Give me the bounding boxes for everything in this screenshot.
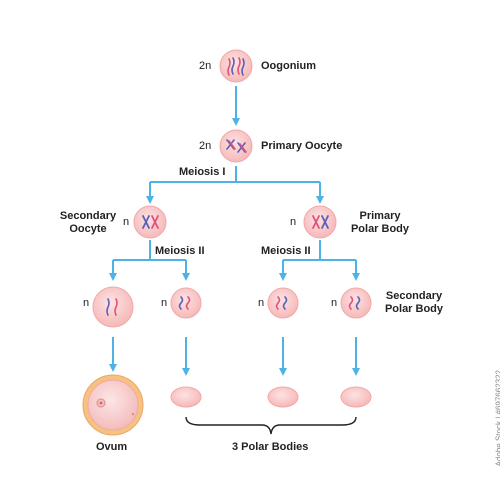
chromosome-icon	[142, 215, 159, 229]
ovum-cell	[82, 374, 144, 436]
ovum-label: Ovum	[96, 441, 128, 453]
secondary-oocyte-ploidy: n	[123, 216, 130, 228]
primary-oocyte-cell	[219, 129, 253, 163]
secondary-polar-body-label: Secondary Polar Body	[384, 290, 444, 315]
polar-body-3	[340, 386, 372, 408]
secondary-oocyte-label: Secondary Oocyte	[59, 210, 117, 235]
oogonium-label: Oogonium	[261, 60, 316, 72]
primary-polar-body-cell	[303, 205, 337, 239]
primary-polar-body-ploidy: n	[290, 216, 297, 228]
haploid-cell-3	[267, 287, 299, 319]
chromosome-icon	[226, 139, 247, 153]
meiosis-2-right-label: Meiosis II	[261, 245, 311, 257]
chromosome-icon	[106, 298, 118, 316]
stock-id-watermark: Adobe Stock | #697662322	[494, 370, 500, 467]
primary-oocyte-label: Primary Oocyte	[261, 140, 343, 152]
connectors	[109, 86, 360, 376]
chromosome-icon	[348, 296, 361, 310]
meiosis-2-left-label: Meiosis II	[155, 245, 205, 257]
chromosome-icon	[312, 215, 329, 229]
cell-2-ploidy: n	[161, 297, 168, 309]
polar-bodies-label: 3 Polar Bodies	[232, 441, 309, 453]
cell-3-ploidy: n	[258, 297, 265, 309]
chromosome-icon	[178, 296, 191, 310]
secondary-oocyte-cell	[133, 205, 167, 239]
chromosome-icon	[275, 296, 288, 310]
haploid-cell-4	[340, 287, 372, 319]
cell-4-ploidy: n	[331, 297, 338, 309]
oogonium-cell	[219, 49, 253, 83]
cell-1-ploidy: n	[83, 297, 90, 309]
polar-body-2	[267, 386, 299, 408]
oogonium-ploidy: 2n	[199, 60, 212, 72]
haploid-cell-1	[92, 286, 134, 328]
haploid-cell-2	[170, 287, 202, 319]
meiosis-1-label: Meiosis I	[179, 166, 226, 178]
polar-body-1	[170, 386, 202, 408]
chromosome-icon	[227, 57, 245, 76]
primary-polar-body-label: Primary Polar Body	[350, 210, 410, 235]
primary-oocyte-ploidy: 2n	[199, 140, 212, 152]
polar-bodies-brace	[185, 416, 357, 435]
